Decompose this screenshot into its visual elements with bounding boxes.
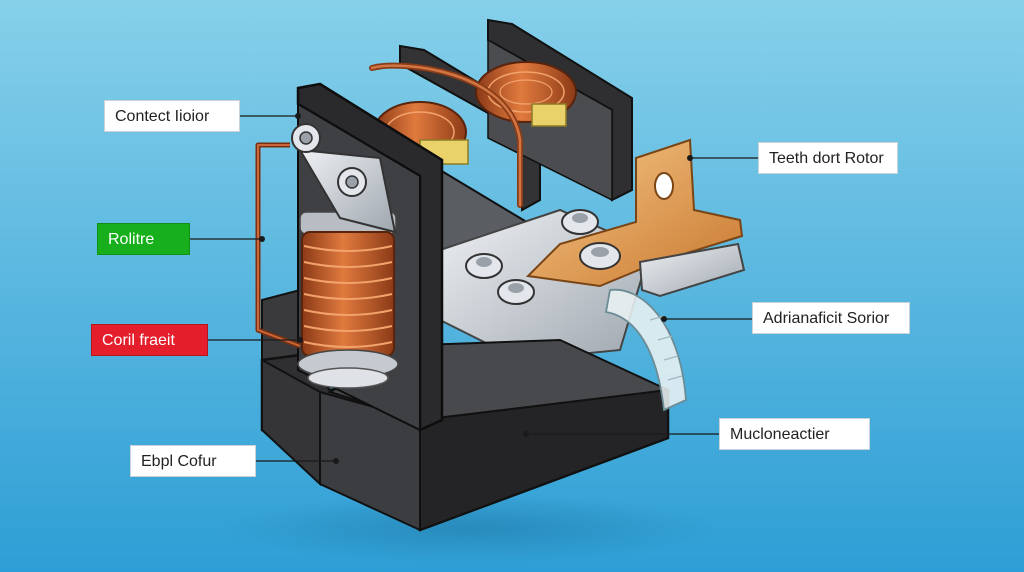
- label-adrianaficit-sorior: Adrianaficit Sorior: [752, 302, 910, 334]
- brass-terminal: [525, 138, 744, 288]
- label-ebpl-cofur: Ebpl Cofur: [130, 445, 256, 477]
- label-coil-frame: Coril fraeit: [91, 324, 208, 356]
- drop-shadow: [220, 494, 720, 562]
- terminal-screws: [465, 209, 599, 305]
- lower-tab: [638, 242, 746, 298]
- flex-ribbon: [604, 288, 687, 412]
- contact-bracket: [291, 123, 397, 234]
- label-mucloneactier: Mucloneactier: [719, 418, 870, 450]
- label-contact-motor: Contect Iioior: [104, 100, 240, 132]
- main-coil: [297, 211, 399, 389]
- label-teeth-dort-rotor: Teeth dort Rotor: [758, 142, 898, 174]
- label-rolitre: Rolitre: [97, 223, 190, 255]
